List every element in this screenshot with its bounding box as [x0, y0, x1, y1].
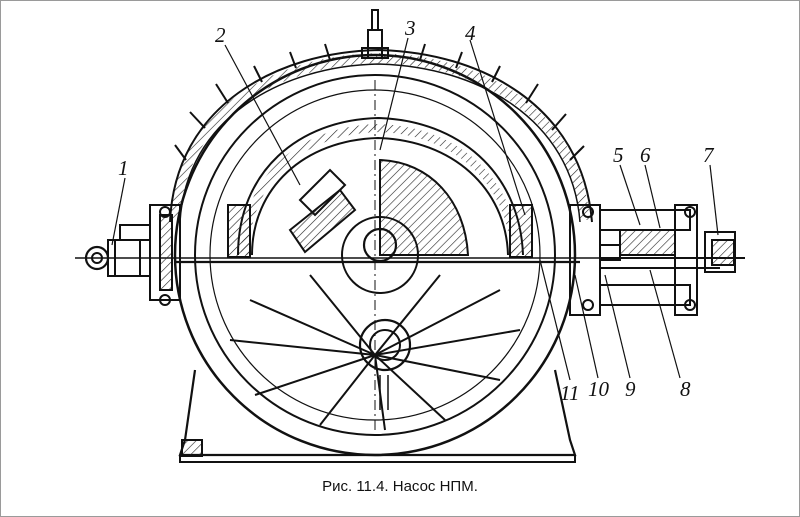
lower-spokes — [229, 274, 521, 431]
callout-7: 7 — [703, 143, 715, 167]
pump-drawing: 1 2 3 4 5 6 7 8 9 10 11 — [75, 9, 745, 463]
callout-4: 4 — [465, 21, 476, 45]
callout-8: 8 — [680, 377, 691, 401]
callout-1: 1 — [118, 156, 129, 180]
lower-hub — [358, 318, 412, 372]
callout-6: 6 — [640, 143, 651, 167]
pump-base — [178, 369, 577, 457]
shaft-hub — [341, 216, 419, 294]
impeller — [379, 158, 470, 256]
callout-3: 3 — [404, 16, 416, 40]
callout-10: 10 — [588, 377, 610, 401]
top-nozzle — [367, 29, 383, 58]
right-gearbox — [599, 204, 745, 316]
callout-11: 11 — [560, 381, 579, 405]
figure-caption: Рис. 11.4. Насос НПМ. — [322, 478, 478, 495]
left-coupling — [84, 224, 151, 277]
casing-ribs — [174, 43, 585, 161]
callout-9: 9 — [625, 377, 636, 401]
callout-5: 5 — [613, 143, 624, 167]
callout-leaders — [111, 37, 719, 381]
callout-2: 2 — [215, 23, 226, 47]
volute — [241, 123, 519, 256]
